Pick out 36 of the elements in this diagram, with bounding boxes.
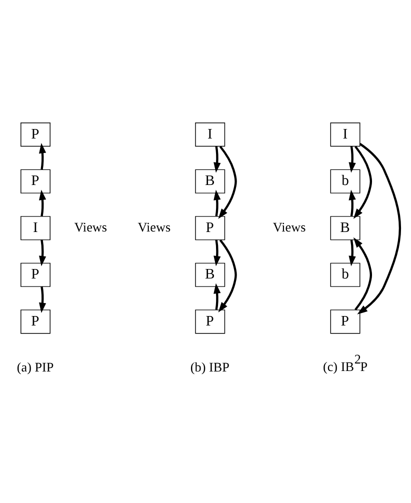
node-box: B	[330, 216, 360, 240]
arrow	[214, 146, 221, 173]
node-box: P	[195, 216, 226, 240]
arrow	[357, 142, 402, 314]
label: (b) IBP	[190, 360, 230, 375]
node-box: P	[330, 310, 360, 334]
node-box: B	[195, 262, 226, 287]
label: (a) PIP	[16, 360, 54, 375]
arrow	[348, 190, 356, 216]
arrow	[38, 143, 46, 170]
arrow	[218, 146, 237, 219]
arrow	[353, 237, 372, 310]
node-box: B	[195, 169, 226, 194]
label: Views	[74, 219, 108, 234]
arrow	[38, 286, 46, 314]
node-box: b	[330, 262, 360, 287]
arrow	[218, 239, 237, 312]
node-box: P	[195, 310, 226, 334]
arrow	[214, 240, 221, 266]
arrow	[348, 240, 356, 266]
label: Views	[272, 219, 306, 234]
arrow	[353, 146, 372, 219]
label: Views	[138, 219, 171, 234]
node-box: I	[20, 216, 50, 240]
node-box: I	[195, 122, 226, 147]
arrow	[38, 190, 46, 216]
arrow	[38, 240, 46, 266]
node-box: I	[330, 122, 360, 147]
arrow	[214, 283, 221, 310]
node-box: P	[20, 262, 50, 287]
node-box: P	[20, 122, 50, 147]
arrow	[214, 190, 221, 216]
node-box: b	[330, 169, 360, 194]
arrow	[348, 146, 356, 173]
node-box: P	[20, 310, 50, 334]
node-box: P	[20, 169, 50, 194]
